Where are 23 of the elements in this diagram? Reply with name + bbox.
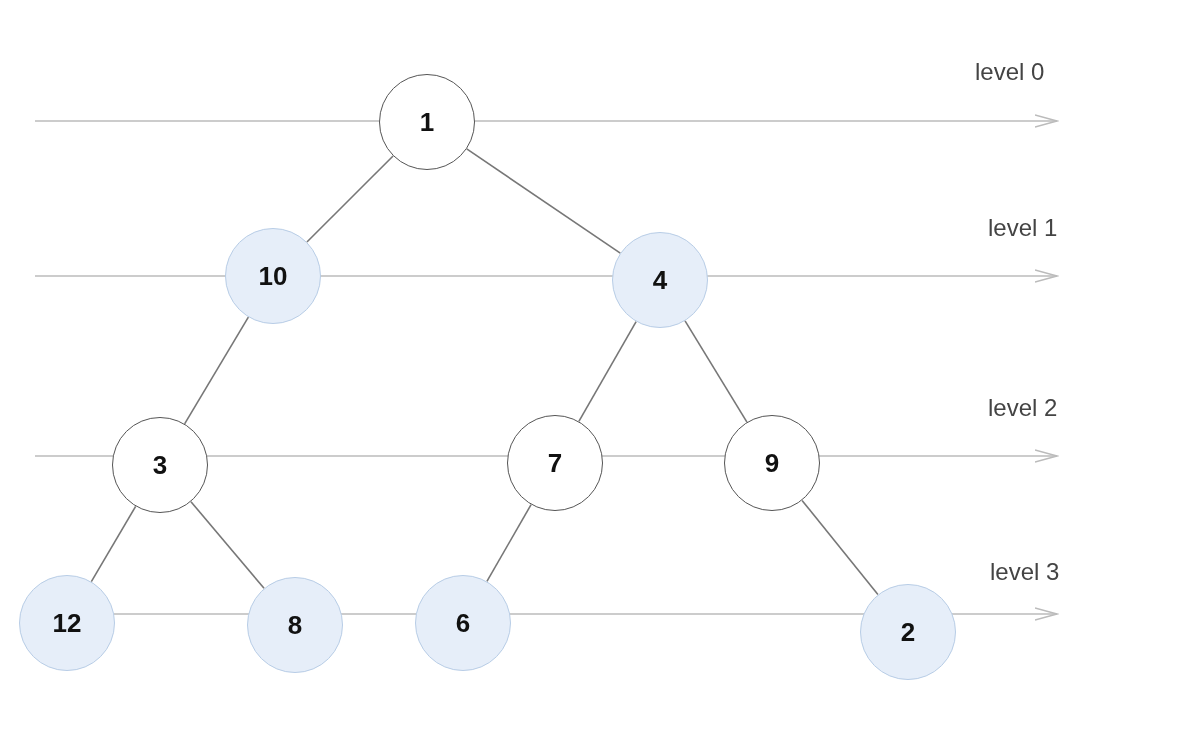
- tree-edge: [465, 148, 622, 254]
- tree-edge: [486, 503, 532, 583]
- node-value: 1: [419, 106, 435, 138]
- node-value: 4: [652, 264, 668, 296]
- level-label: level 1: [988, 214, 1058, 242]
- node-value: 6: [455, 607, 471, 639]
- node-value: 3: [152, 449, 168, 481]
- tree-edge: [190, 500, 265, 590]
- node-value: 12: [52, 607, 82, 639]
- tree-edge: [801, 499, 879, 596]
- level-label: level 0: [975, 58, 1045, 86]
- tree-edge: [684, 320, 748, 423]
- node-value: 2: [900, 616, 916, 648]
- node-value: 7: [547, 447, 563, 479]
- tree-edge: [183, 316, 250, 425]
- node-value: 9: [764, 447, 780, 479]
- level-label: level 2: [988, 394, 1058, 422]
- node-value: 10: [258, 260, 288, 292]
- tree-edge: [306, 155, 394, 243]
- level-label: level 3: [990, 558, 1060, 586]
- node-value: 8: [287, 609, 303, 641]
- tree-edge: [90, 505, 137, 583]
- tree-edge: [578, 320, 637, 423]
